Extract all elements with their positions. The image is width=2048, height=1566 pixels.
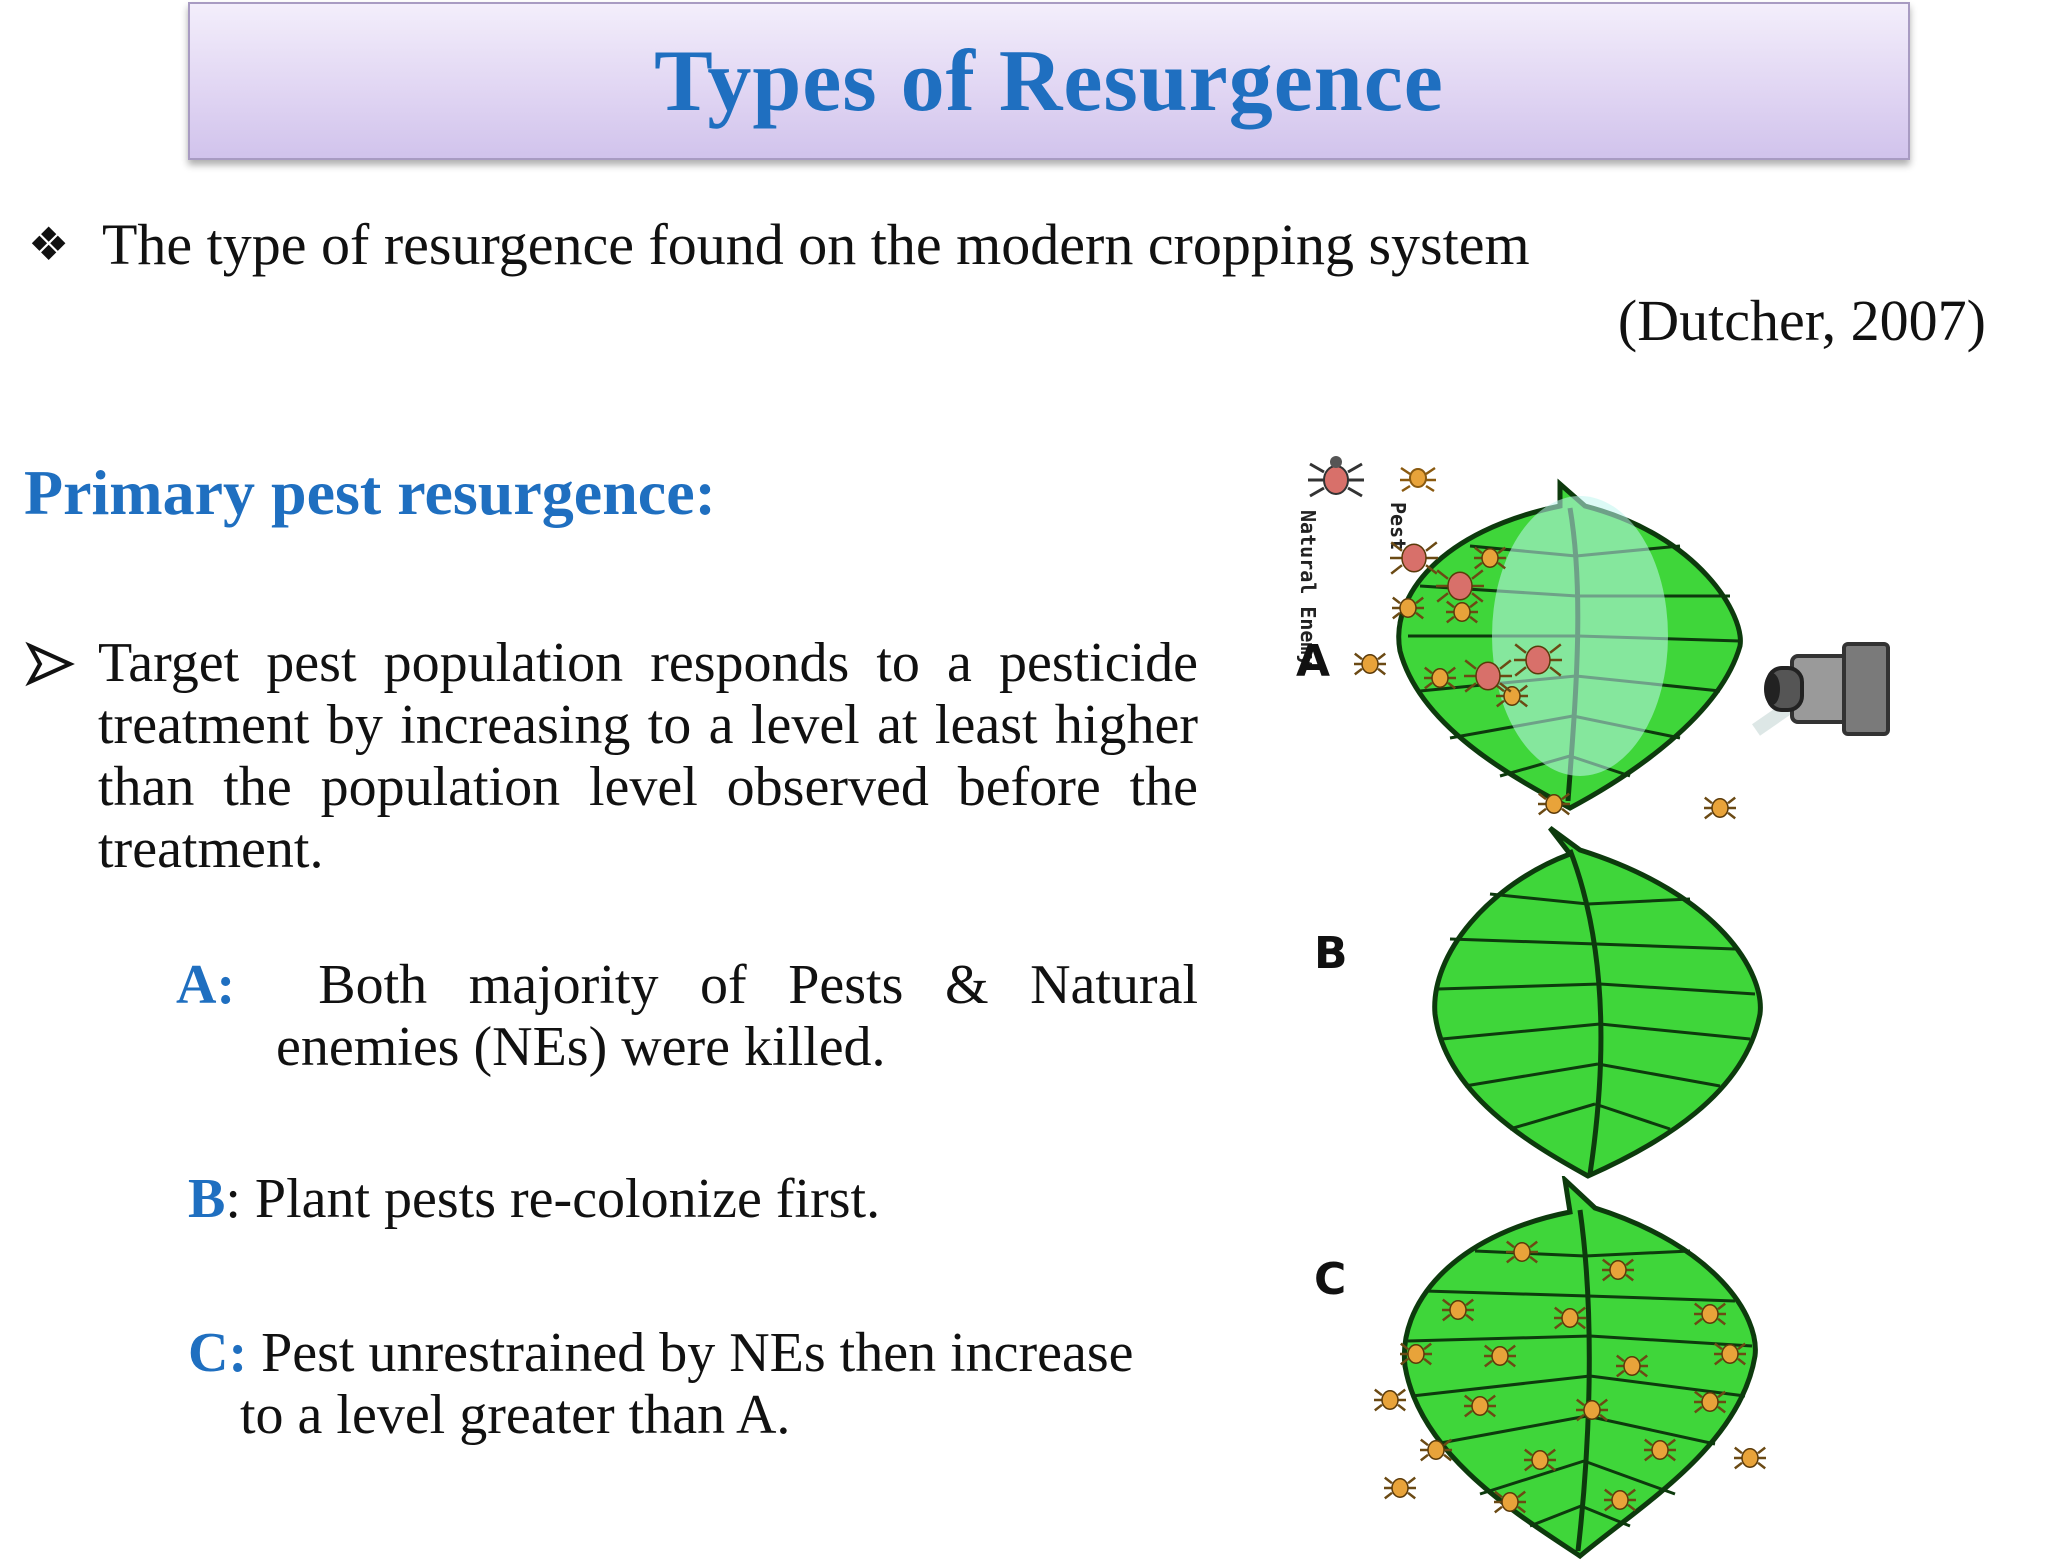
pest-marker [1420,1438,1452,1462]
natural-enemy-marker [1464,659,1512,693]
pest-marker [1424,666,1456,690]
step-b-label: B [188,1168,226,1230]
pest-marker [1494,1490,1526,1514]
citation: (Dutcher, 2007) [1617,288,1986,353]
pest-marker [1484,1344,1516,1368]
step-c-label: C: [188,1322,248,1384]
pest-legend-icon [1400,466,1436,493]
pest-marker [1616,1354,1648,1378]
step-a: A: Both majority of Pests & Natural enem… [176,954,1198,1078]
intro-bullet: ❖ The type of resurgence found on the mod… [28,212,1988,278]
insect-layer [1354,541,1766,1514]
intro-text: The type of resurgence found on the mode… [102,212,1530,277]
natural-enemy-marker [1436,569,1484,603]
pest-marker [1538,792,1570,816]
title-banner: Types of Resurgence [188,2,1910,160]
pest-marker [1524,1448,1556,1472]
pest-marker [1602,1258,1634,1282]
natural-enemy-marker [1390,541,1438,575]
panel-label-a: A [1296,636,1331,687]
spray-cloud [1492,496,1668,776]
pest-marker [1704,796,1736,820]
pest-marker [1694,1390,1726,1414]
pest-marker [1604,1488,1636,1512]
step-c-text-line1: Pest unrestrained by NEs then increase [261,1322,1134,1384]
pest-marker [1400,1342,1432,1366]
pest-marker [1506,1240,1538,1264]
natural-enemy-legend-icon [1308,456,1364,498]
step-c: C: Pest unrestrained by NEs then increas… [188,1322,1198,1446]
definition-bullet: Target pest population responds to a pes… [22,632,1198,880]
step-b: B: Plant pests re-colonize first. [188,1168,1198,1230]
pest-marker [1644,1438,1676,1462]
definition-text: Target pest population responds to a pes… [98,632,1198,880]
pest-marker [1446,600,1478,624]
pest-marker [1474,546,1506,570]
sprayer-nozzle-icon [1752,642,1890,736]
pest-marker [1374,1388,1406,1412]
pest-marker [1392,596,1424,620]
natural-enemy-marker [1514,643,1562,677]
pest-marker [1384,1476,1416,1500]
pest-marker [1694,1302,1726,1326]
pest-marker [1496,684,1528,708]
page-title: Types of Resurgence [654,32,1444,130]
pest-marker [1714,1342,1746,1366]
step-a-label: A: [176,954,236,1016]
step-a-text: Both majority of Pests & Natural enemies… [276,954,1198,1078]
panel-label-c: C [1314,1254,1347,1305]
pest-marker [1464,1394,1496,1418]
panel-label-b: B [1314,928,1348,979]
leaf-b [1432,825,1763,1179]
pest-marker [1354,652,1386,676]
arrow-bullet-icon [25,641,75,687]
step-b-text: : Plant pests re-colonize first. [225,1168,881,1230]
pest-marker [1734,1446,1766,1470]
leaf-c [1401,1176,1758,1560]
pest-marker [1554,1306,1586,1330]
diamond-bullet-icon: ❖ [28,219,70,270]
resurgence-figure: Natural Enemy Pest A B C [1240,440,1920,1560]
pest-marker [1576,1398,1608,1422]
pest-marker [1442,1298,1474,1322]
section-heading: Primary pest resurgence: [24,457,716,528]
step-c-text-line2: to a level greater than A. [240,1384,791,1446]
